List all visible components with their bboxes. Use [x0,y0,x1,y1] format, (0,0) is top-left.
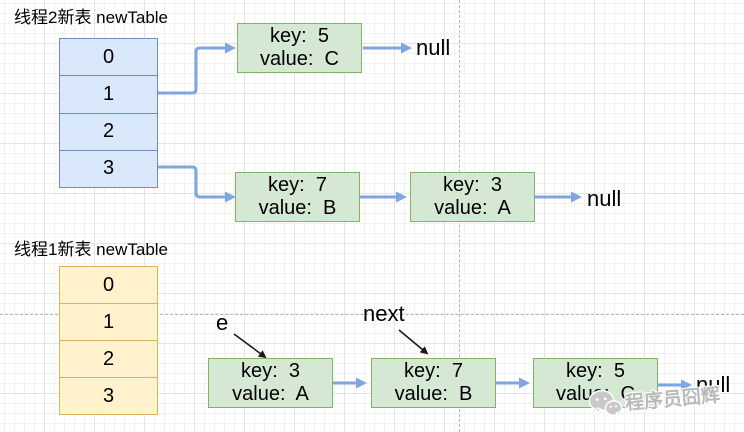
thread1-bucket-0: 0 [59,266,158,304]
thread2-node-key3: key: 3 value: A [410,172,535,222]
thread2-bucket-0: 0 [59,38,158,77]
watermark: 程序员囧辉 [587,378,721,420]
thread1-node-key3: key: 3 value: A [208,358,333,408]
node-value-line: value: A [232,383,309,405]
e-pointer-label: e [216,310,229,335]
thread1-node-key7: key: 7 value: B [371,358,496,408]
thread2-node-key5: key: 5 value: C [237,23,362,73]
arrow-next-pointer [398,329,429,355]
thread1-title: 线程1新表 newTable [14,240,169,259]
thread1-bucket-1: 1 [59,303,158,341]
arrow-thread2-bucket3-to-node [158,165,236,203]
thread2-bucket-3: 3 [59,149,158,188]
node-value-line: value: B [258,197,337,219]
thread2-newtable: 0 1 2 3 [59,38,158,188]
node-key-line: key: 5 [566,360,625,382]
node-value-line: value: A [434,197,511,219]
page-guide-horizontal [0,314,744,315]
arrow-e-pointer [233,333,267,359]
arrow-thread2-bucket1-to-node [158,42,236,95]
thread2-node-key7: key: 7 value: B [235,172,360,222]
node-key-line: key: 7 [404,360,463,382]
wechat-icon [588,389,623,418]
node-key-line: key: 3 [443,174,502,196]
thread1-bucket-2: 2 [59,340,158,378]
node-key-line: key: 7 [268,174,327,196]
thread1-bucket-3: 3 [59,377,158,415]
thread1-newtable: 0 1 2 3 [59,266,158,415]
thread2-bucket3-null-label: null [587,186,622,211]
node-key-line: key: 5 [270,25,329,47]
node-value-line: value: B [394,383,473,405]
thread2-bucket1-null-label: null [416,35,451,60]
thread2-bucket-1: 1 [59,75,158,114]
node-key-line: key: 3 [241,360,300,382]
thread1-null-label: null [696,372,731,397]
thread2-title: 线程2新表 newTable [14,8,169,27]
watermark-text: 程序员囧辉 [624,385,721,415]
thread2-bucket-2: 2 [59,112,158,151]
node-value-line: value: C [260,48,339,70]
next-pointer-label: next [363,301,405,326]
